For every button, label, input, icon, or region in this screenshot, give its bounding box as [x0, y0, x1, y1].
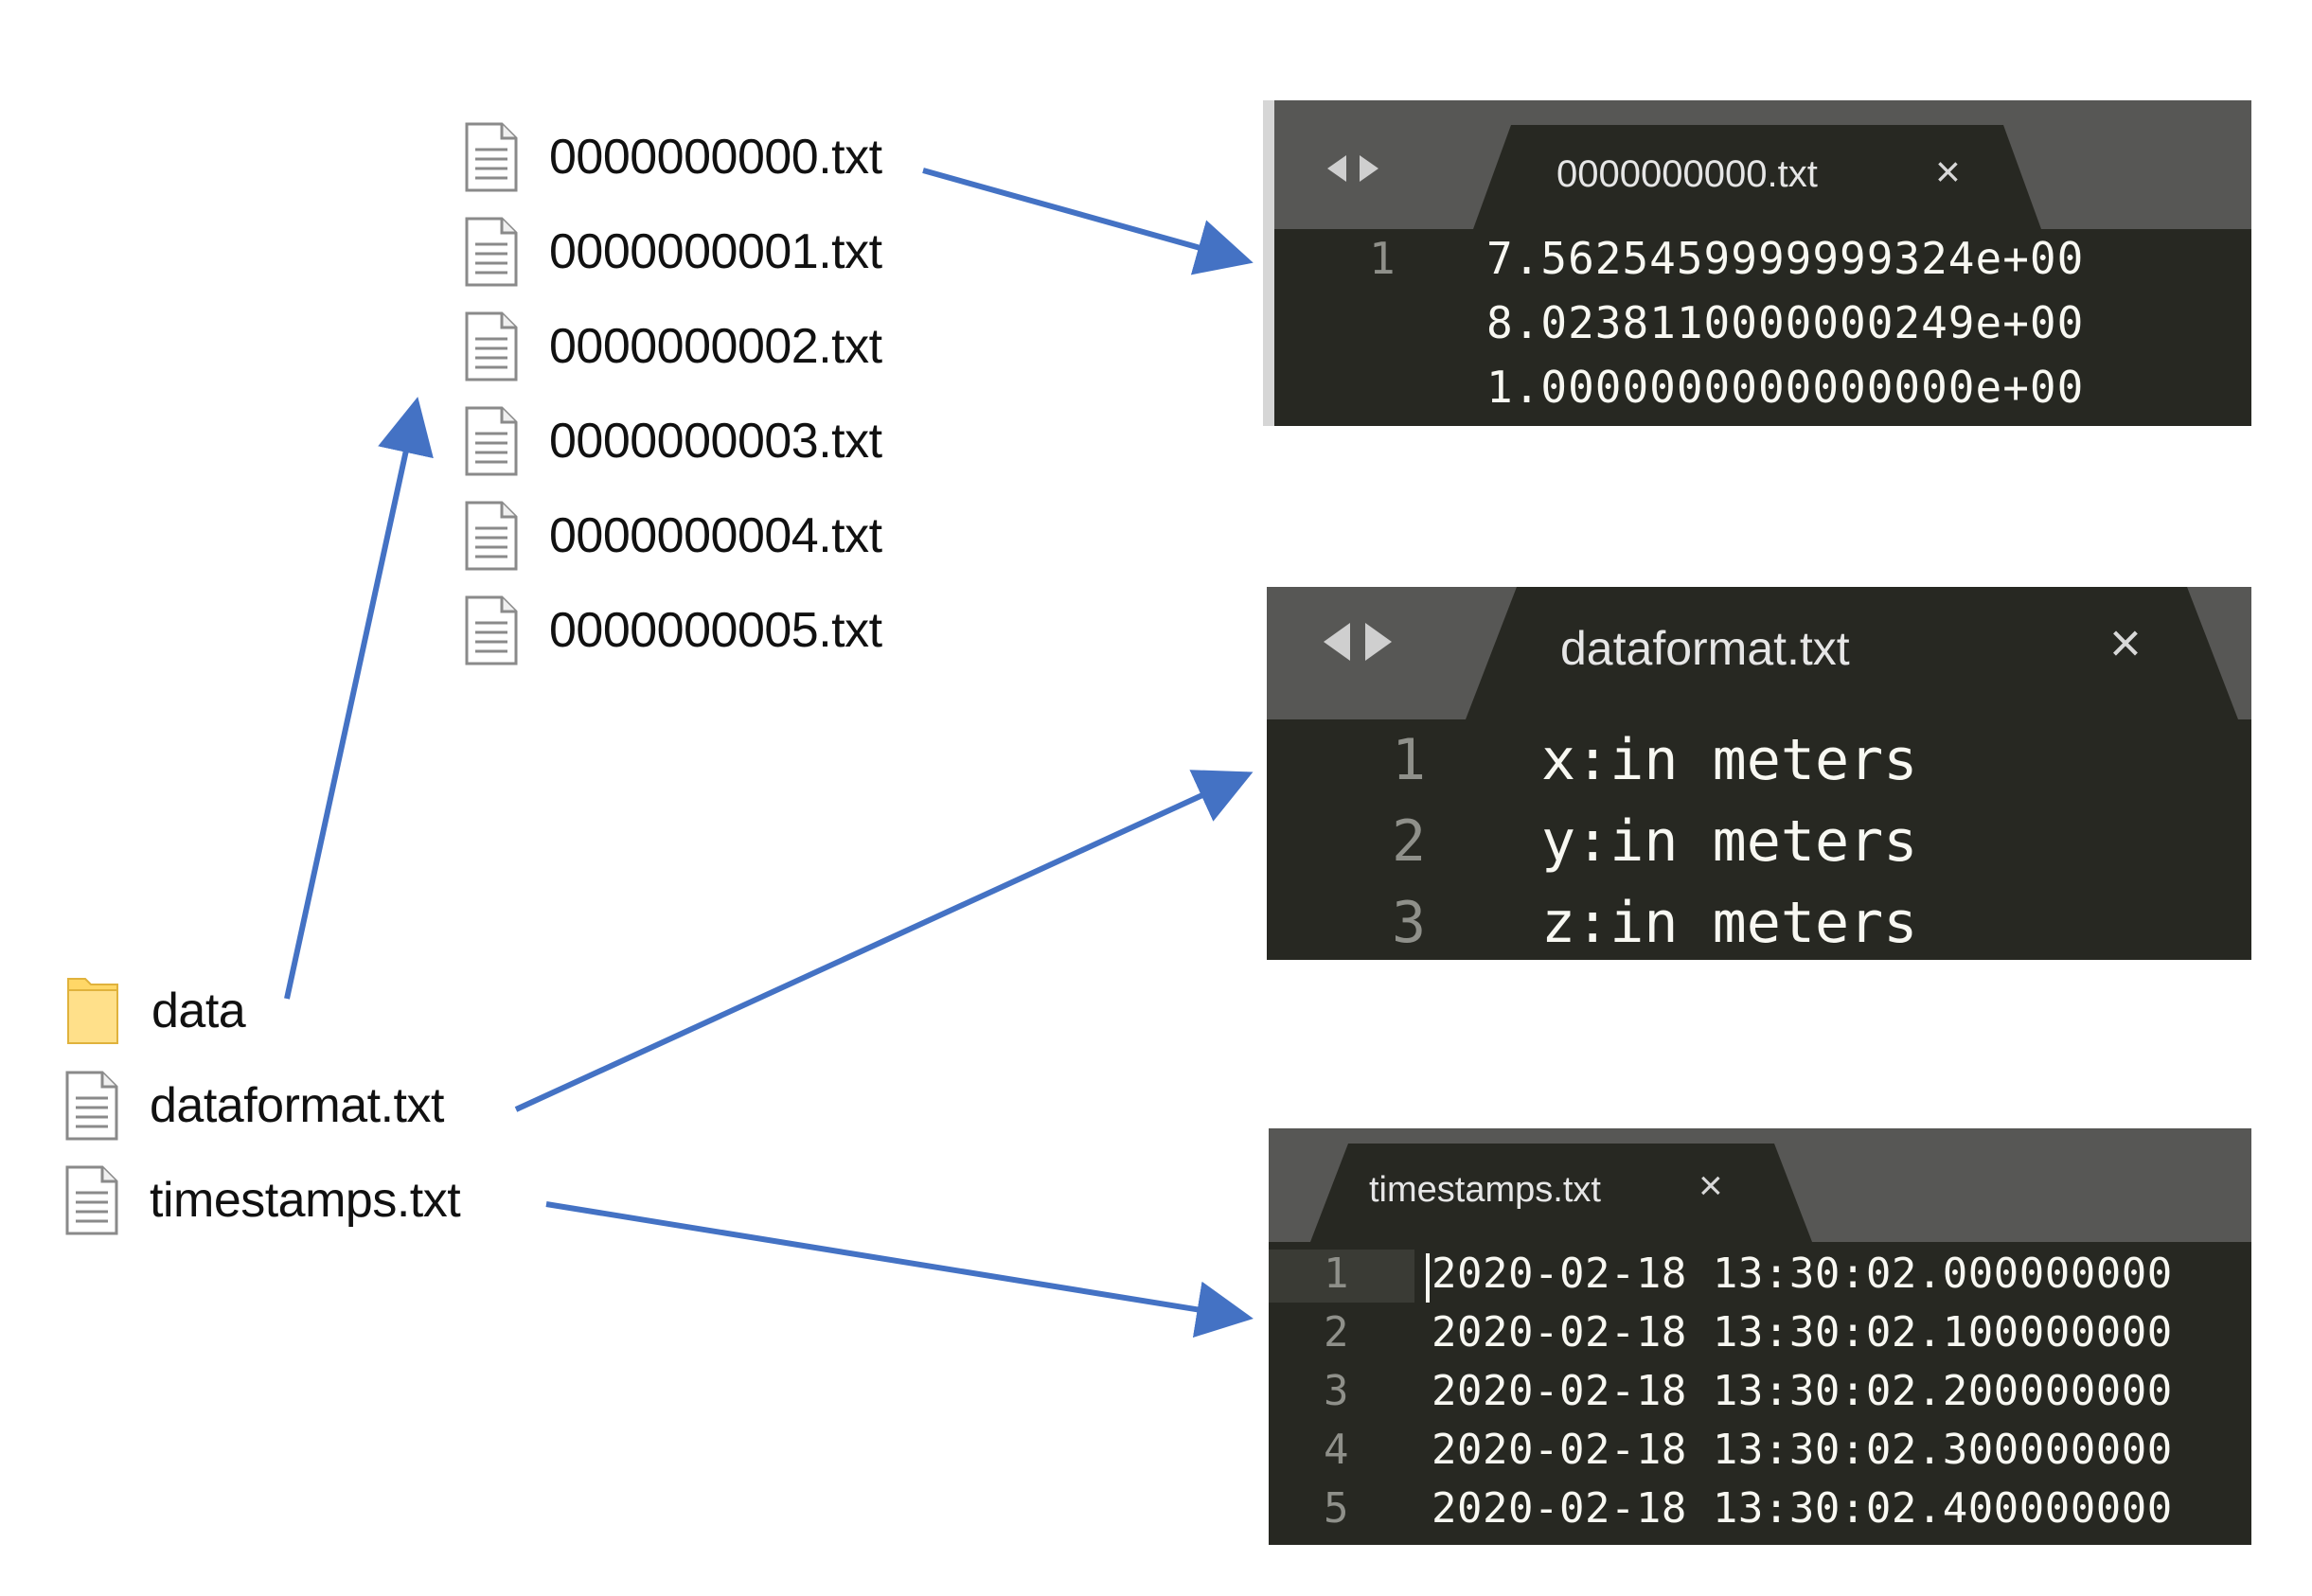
file-item[interactable]: 0000000004.txt: [464, 498, 882, 574]
tab-bar: timestamps.txt ×: [1269, 1128, 2251, 1242]
text-file-icon: [65, 1165, 118, 1235]
line-number: 3: [1324, 1367, 1349, 1415]
current-line-gutter-highlight: [1269, 1250, 1414, 1303]
tab-nav-arrows[interactable]: [1327, 155, 1378, 182]
file-name: timestamps.txt: [150, 1173, 461, 1228]
code-area[interactable]: 1 2020-02-18 13:30:02.000000000 2 2020-0…: [1269, 1242, 2251, 1545]
code-line: 2 y:in meters: [1267, 808, 2251, 888]
file-item[interactable]: 0000000005.txt: [464, 593, 882, 668]
file-name: dataformat.txt: [150, 1078, 444, 1133]
text-file-icon: [465, 501, 518, 571]
editor-dataformat: dataformat.txt × 1 x:in meters 2 y:in me…: [1267, 587, 2251, 960]
folder-name: data: [151, 984, 246, 1038]
tab-title: 0000000000.txt: [1556, 153, 1818, 195]
line-text: 2020-02-18 13:30:02.400000000: [1432, 1484, 2173, 1533]
code-line: 3 z:in meters: [1267, 890, 2251, 960]
line-text: 2020-02-18 13:30:02.100000000: [1432, 1308, 2173, 1357]
code-line: 4 2020-02-18 13:30:02.300000000: [1269, 1426, 2251, 1482]
file-item[interactable]: 0000000001.txt: [464, 214, 882, 290]
file-item[interactable]: 0000000002.txt: [464, 309, 882, 384]
line-number: 1: [1392, 727, 1427, 793]
line-number: 5: [1324, 1484, 1349, 1533]
arrow-file-to-data-editor: [922, 168, 1254, 275]
tab-bar: 0000000000.txt ×: [1274, 100, 2251, 229]
line-text: x:in meters: [1541, 727, 1918, 793]
code-area[interactable]: 1 7.5625459999999324e+00 8.0238110000000…: [1263, 229, 2251, 426]
tab-title: timestamps.txt: [1369, 1170, 1601, 1210]
arrow-right-icon[interactable]: [1360, 155, 1378, 182]
text-file-icon: [65, 1071, 118, 1141]
tab-active[interactable]: dataformat.txt ×: [1466, 587, 2238, 719]
text-file-icon: [465, 311, 518, 381]
line-text: 8.0238110000000249e+00: [1486, 297, 2085, 348]
file-name: 0000000004.txt: [549, 508, 882, 563]
line-text: 2020-02-18 13:30:02.200000000: [1432, 1367, 2173, 1415]
code-line: 3 2020-02-18 13:30:02.200000000: [1269, 1367, 2251, 1424]
line-number: 2: [1324, 1308, 1349, 1357]
line-number: 3: [1392, 890, 1427, 956]
text-caret: [1426, 1253, 1430, 1303]
file-item[interactable]: timestamps.txt: [64, 1162, 461, 1238]
arrow-left-icon[interactable]: [1327, 155, 1346, 182]
line-text: 2020-02-18 13:30:02.300000000: [1432, 1426, 2173, 1474]
close-icon[interactable]: ×: [2109, 612, 2142, 674]
editor-left-edge: [1263, 100, 1274, 426]
code-line: 2 2020-02-18 13:30:02.100000000: [1269, 1308, 2251, 1365]
file-item[interactable]: 0000000003.txt: [464, 403, 882, 479]
line-text: 7.5625459999999324e+00: [1486, 233, 2085, 284]
line-number: 4: [1324, 1426, 1349, 1474]
arrow-left-icon[interactable]: [1324, 623, 1350, 661]
text-file-icon: [465, 406, 518, 476]
close-icon[interactable]: ×: [1698, 1162, 1723, 1209]
editor-data-sample: 0000000000.txt × 1 7.5625459999999324e+0…: [1263, 100, 2251, 426]
code-line: 5 2020-02-18 13:30:02.400000000: [1269, 1484, 2251, 1541]
editor-timestamps: timestamps.txt × 1 2020-02-18 13:30:02.0…: [1269, 1128, 2251, 1545]
text-file-icon: [465, 217, 518, 287]
text-file-icon: [465, 122, 518, 192]
folder-icon: [67, 978, 118, 1044]
close-icon[interactable]: ×: [1935, 147, 1961, 196]
arrow-dataformat-to-editor: [514, 770, 1254, 1112]
code-line: 1 7.5625459999999324e+00: [1263, 233, 2251, 293]
line-number: 2: [1392, 808, 1427, 875]
code-line: 1.0000000000000000e+00: [1263, 362, 2251, 422]
file-name: 0000000003.txt: [549, 414, 882, 469]
arrow-right-icon[interactable]: [1365, 623, 1392, 661]
code-line: 8.0238110000000249e+00: [1263, 297, 2251, 358]
file-item[interactable]: 0000000000.txt: [464, 119, 882, 195]
line-text: 1.0000000000000000e+00: [1486, 362, 2085, 413]
text-file-icon: [465, 595, 518, 665]
file-name: 0000000001.txt: [549, 224, 882, 279]
code-line: 1 x:in meters: [1267, 727, 2251, 807]
file-item[interactable]: dataformat.txt: [64, 1068, 444, 1144]
tab-title: dataformat.txt: [1560, 622, 1850, 675]
file-name: 0000000002.txt: [549, 319, 882, 374]
tab-active[interactable]: 0000000000.txt ×: [1473, 125, 2041, 229]
arrow-data-folder-to-files: [284, 397, 434, 1000]
line-text: z:in meters: [1541, 890, 1918, 956]
line-number: 1: [1369, 233, 1396, 284]
line-text: y:in meters: [1541, 808, 1918, 875]
tab-nav-arrows[interactable]: [1324, 623, 1392, 661]
code-area[interactable]: 1 x:in meters 2 y:in meters 3 z:in meter…: [1267, 719, 2251, 960]
file-name: 0000000005.txt: [549, 603, 882, 658]
arrow-timestamps-to-editor: [545, 1201, 1254, 1338]
folder-item[interactable]: data: [64, 973, 246, 1049]
file-name: 0000000000.txt: [549, 130, 882, 185]
line-text: 2020-02-18 13:30:02.000000000: [1432, 1250, 2173, 1298]
line-number: 1: [1324, 1250, 1349, 1298]
tab-active[interactable]: timestamps.txt ×: [1310, 1144, 1812, 1242]
code-line: 1 2020-02-18 13:30:02.000000000: [1269, 1250, 2251, 1306]
tab-bar: dataformat.txt ×: [1267, 587, 2251, 719]
